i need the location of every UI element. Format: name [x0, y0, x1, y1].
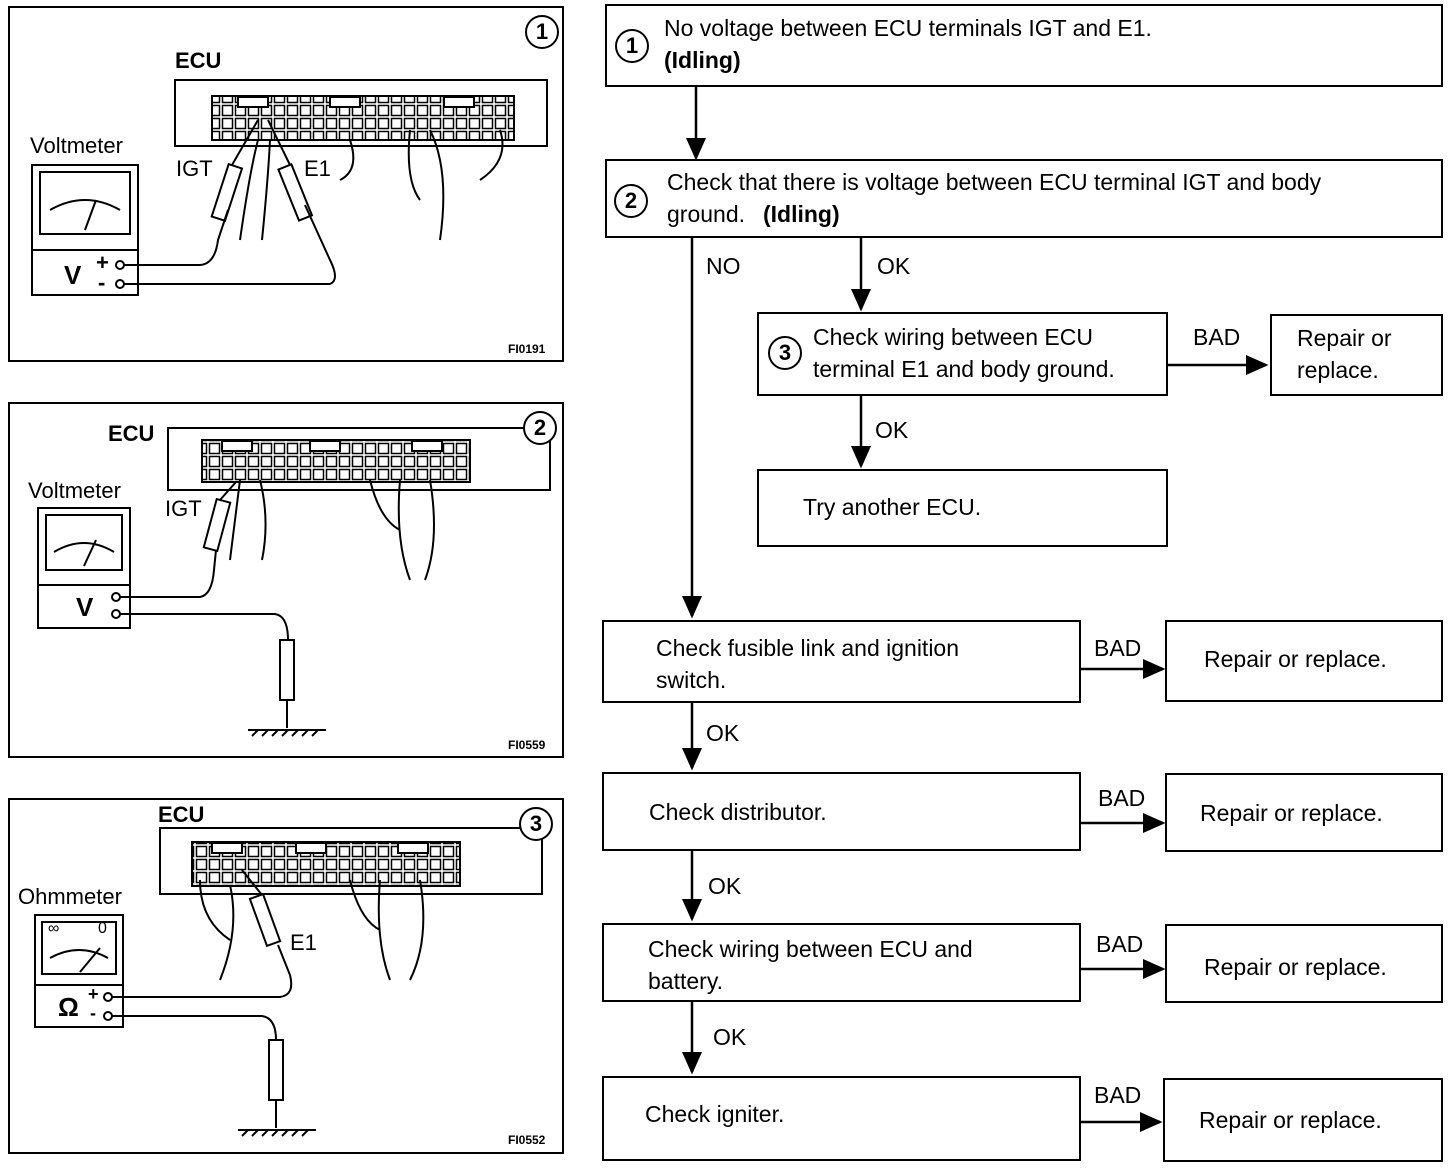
step-3-repair-text-cont: replace. [1297, 357, 1379, 383]
step-3-repair-box [1270, 314, 1443, 396]
figure-2-number: 2 [523, 411, 557, 445]
flow-connectors [682, 87, 1269, 1132]
probe-lead-igt [120, 549, 217, 598]
ground-lead [112, 1015, 277, 1041]
figure-1-drawing [31, 79, 548, 296]
try-ecu-text: Try another ECU. [803, 494, 982, 520]
probe-lead-e1 [124, 204, 336, 285]
repair-text: Repair or replace. [1200, 800, 1383, 826]
step-1-number: 1 [615, 29, 649, 63]
figure-3-number: 3 [519, 807, 553, 841]
bad-label: BAD [1098, 785, 1146, 811]
probe-lead-e1 [112, 944, 293, 998]
voltmeter-label: Voltmeter [30, 133, 123, 158]
step-1-text: No voltage between ECU terminals IGT and… [664, 15, 1152, 41]
bad-label: BAD [1094, 1082, 1142, 1108]
step-2-text-cont: ground. [667, 201, 746, 227]
ok-label: OK [706, 720, 740, 746]
figure-3-drawing [34, 827, 543, 1137]
step-3-text: Check wiring between ECU [813, 324, 1093, 350]
step-1-condition: (Idling) [664, 47, 741, 73]
bad-label: BAD [1193, 324, 1241, 350]
ohmmeter-label: Ohmmeter [18, 884, 122, 909]
ecu-label: ECU [108, 421, 155, 446]
ok-label: OK [875, 417, 909, 443]
bad-label: BAD [1096, 931, 1144, 957]
repair-text: Repair or replace. [1204, 954, 1387, 980]
probe-lead-igt [124, 209, 229, 266]
try-ecu-box [757, 469, 1168, 547]
wiring-battery-text: Check wiring between ECU and [648, 936, 973, 962]
e1-label: E1 [304, 156, 331, 181]
wiring-battery-text-cont: battery. [648, 968, 723, 994]
igt-label: IGT [165, 496, 202, 521]
step-2-box [605, 159, 1443, 238]
figure-1-number: 1 [525, 15, 559, 49]
repair-box-4 [1163, 1078, 1443, 1162]
ohmmeter-body [34, 914, 124, 1028]
repair-box-2 [1165, 773, 1443, 852]
ecu-label: ECU [175, 48, 222, 73]
repair-box-3 [1165, 924, 1443, 1003]
plus-terminal-label: + [88, 984, 99, 1004]
igniter-box [602, 1076, 1081, 1161]
ecu-label: ECU [158, 802, 205, 827]
repair-text: Repair or replace. [1204, 646, 1387, 672]
ecu-housing [159, 827, 543, 895]
step-2-text: Check that there is voltage between ECU … [667, 169, 1322, 195]
ecu-housing [167, 427, 551, 491]
igniter-text: Check igniter. [645, 1101, 785, 1127]
minus-terminal-label: - [98, 270, 106, 295]
figure-code: FI0191 [508, 342, 546, 356]
figure-code: FI0559 [508, 738, 546, 752]
e1-label: E1 [290, 930, 317, 955]
ok-label: OK [713, 1024, 747, 1050]
step-2-condition: (Idling) [763, 201, 840, 227]
step-3-repair-text: Repair or [1297, 325, 1392, 351]
voltmeter-body [31, 164, 139, 296]
distributor-text: Check distributor. [649, 799, 827, 825]
meter-symbol: Ω [58, 992, 79, 1022]
fusible-link-text: Check fusible link and ignition [656, 635, 960, 661]
step-1-box [605, 4, 1443, 87]
infinity-label: ∞ [48, 920, 60, 937]
step-2-number: 2 [614, 184, 648, 218]
fusible-link-text-cont: switch. [656, 667, 727, 693]
bad-label: BAD [1094, 635, 1142, 661]
ok-label: OK [877, 253, 911, 279]
voltmeter-body [37, 507, 131, 629]
igt-label: IGT [176, 156, 213, 181]
voltmeter-label: Voltmeter [28, 478, 121, 503]
figure-code: FI0552 [508, 1133, 546, 1147]
ground-lead [120, 613, 289, 641]
distributor-box [602, 772, 1081, 851]
figure-2-drawing [37, 427, 551, 737]
repair-text: Repair or replace. [1199, 1107, 1382, 1133]
zero-label: 0 [98, 920, 107, 937]
ok-label: OK [708, 873, 742, 899]
wiring-battery-box [602, 923, 1081, 1002]
plus-terminal-label: + [96, 250, 109, 275]
fusible-link-box [602, 620, 1081, 703]
figure-1-panel [8, 6, 564, 362]
meter-symbol: V [76, 592, 94, 622]
minus-terminal-label: - [90, 1003, 96, 1023]
step-3-number: 3 [768, 336, 802, 370]
no-label: NO [706, 253, 741, 279]
meter-symbol: V [64, 260, 82, 290]
ecu-housing [174, 79, 548, 147]
step-3-text-cont: terminal E1 and body ground. [813, 356, 1115, 382]
step-3-box [757, 312, 1168, 396]
repair-box-1 [1165, 620, 1443, 702]
